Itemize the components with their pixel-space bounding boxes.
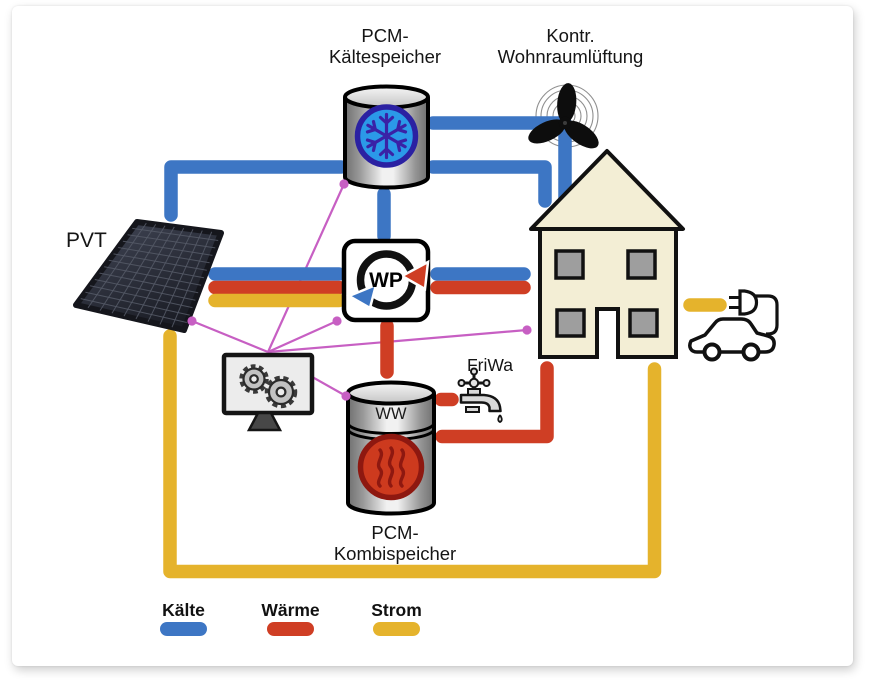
ventilation-fan [528,83,599,149]
legend-swatch-heat [267,622,314,636]
heat-pump-arrow-warm [399,259,430,292]
friwa-label: FriWa [466,355,513,375]
heat-pump-box: WP [341,238,431,323]
monitor-stand [246,411,283,432]
cold-storage-tank [343,84,430,190]
power-lines [163,293,727,579]
car-body [688,317,776,354]
heating-element-icon [357,433,425,501]
combi-storage-tank: WW [346,380,436,516]
pvt-panel [73,219,224,333]
combi-storage-label: PCM- Kombispeicher [333,522,457,564]
house-windows [554,249,659,338]
legend-item-cold: Kälte [150,600,217,636]
gear-icon [239,364,269,394]
legend-label-heat: Wärme [261,600,320,620]
heat-pump-arrow-cold [346,282,378,310]
charging-cable [753,294,779,336]
pvt-label: PVT [66,229,107,252]
pvt-cell-grid [80,222,219,328]
legend-item-power: Strom [363,600,430,636]
house [529,149,685,359]
warm-water-label: WW [375,405,407,423]
ev-car [688,289,779,362]
legend-swatch-power [373,622,420,636]
legend-label-cold: Kälte [162,600,205,620]
plug-icon [729,289,759,316]
control-dots [187,179,532,401]
friwa-faucet [457,367,503,423]
car-wheel [702,342,722,362]
ventilation-label: Kontr. Wohnraumlüftung [497,25,644,67]
car-wheel [741,342,761,362]
legend-label-power: Strom [371,600,422,620]
heat-lines [208,280,554,444]
controller-computer [221,352,315,432]
house-roof [529,149,685,231]
water-drop-icon [497,414,503,423]
legend-item-heat: Wärme [257,600,324,636]
cold-storage-label: PCM- Kältespeicher [328,25,442,67]
legend-swatch-cold [160,622,207,636]
gear-icon [264,375,298,409]
heat-pump-label: WP [369,269,403,292]
control-lines [191,183,528,397]
snowflake-icon [354,104,419,168]
